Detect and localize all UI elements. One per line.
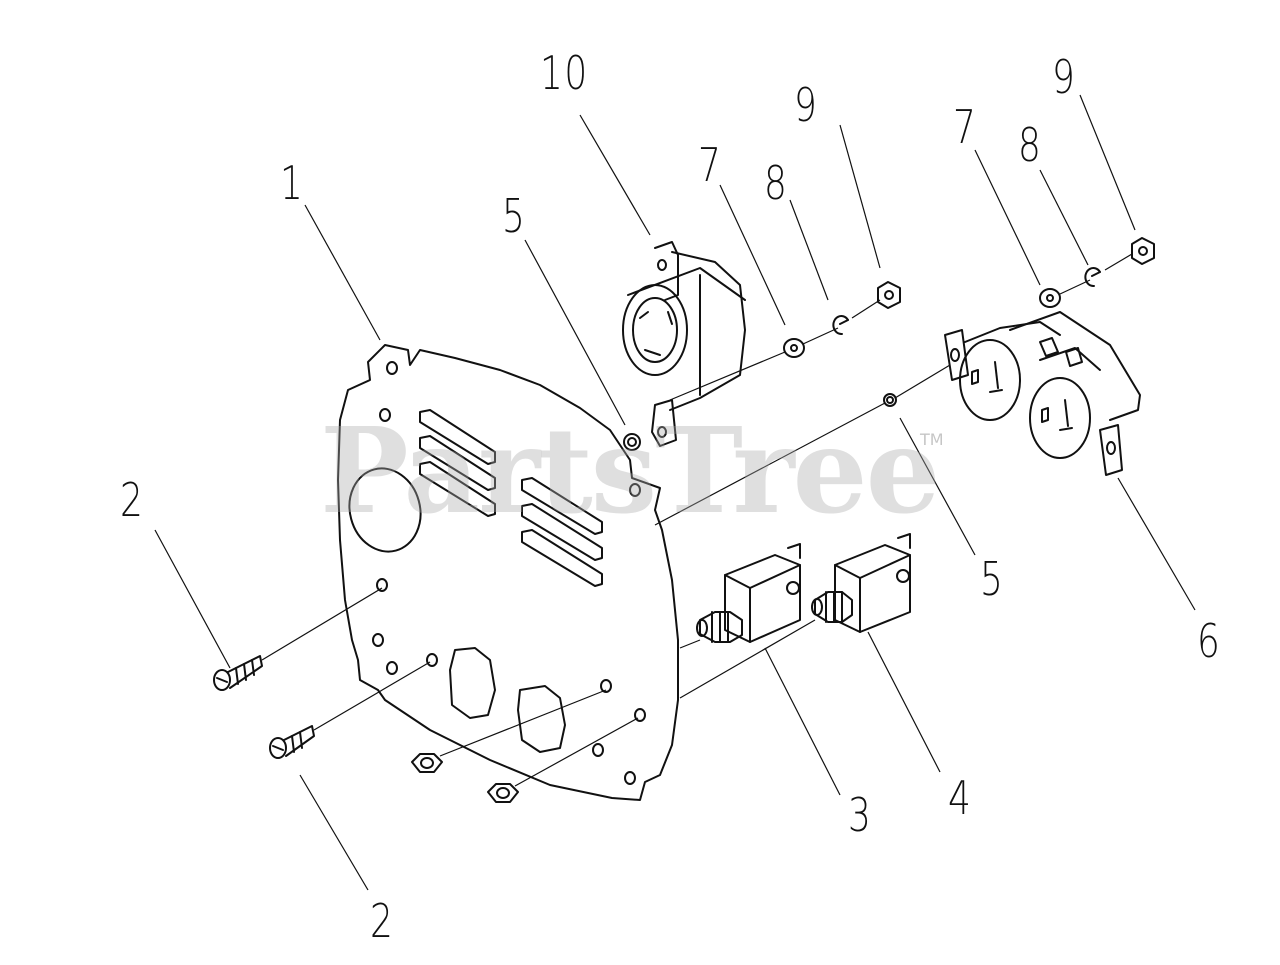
- callout-7-left: 7: [698, 138, 723, 192]
- callout-9-left: 9: [794, 78, 819, 132]
- watermark-logo: PartsTree: [320, 401, 941, 540]
- circuit-breaker-4: [812, 534, 910, 632]
- callout-5-right: 5: [980, 552, 1005, 606]
- callout-7-right: 7: [953, 100, 978, 154]
- watermark-trademark: TM: [920, 430, 944, 449]
- lock-washer-8-left: [833, 316, 848, 334]
- callout-6: 6: [1197, 614, 1222, 668]
- circuit-breaker-3: [697, 544, 800, 642]
- hex-nut-9-right: [1132, 238, 1154, 264]
- hex-nut-9-left: [878, 282, 900, 308]
- control-panel-plate: [338, 345, 678, 800]
- duplex-receptacle: [945, 312, 1140, 475]
- callout-2-lower: 2: [370, 894, 395, 948]
- callout-4: 4: [948, 771, 973, 825]
- leader-lines: [155, 95, 1195, 890]
- callout-10: 10: [540, 46, 589, 100]
- callout-9-right: 9: [1052, 50, 1077, 104]
- washer-7-left: [784, 339, 804, 357]
- callout-1: 1: [280, 156, 305, 210]
- callout-5-left: 5: [502, 189, 527, 243]
- screw-upper: [214, 656, 262, 690]
- lock-washer-8-right: [1085, 268, 1100, 286]
- callout-8-left: 8: [764, 156, 789, 210]
- screw-lower: [270, 726, 314, 758]
- hex-nut-left: [412, 754, 442, 772]
- callout-3: 3: [848, 788, 873, 842]
- twist-lock-receptacle: [623, 242, 745, 446]
- callout-2-upper: 2: [120, 473, 145, 527]
- hex-nut-right: [488, 784, 518, 802]
- ring-5-right: [884, 394, 896, 406]
- washer-7-right: [1040, 289, 1060, 307]
- callout-8-right: 8: [1018, 118, 1043, 172]
- ring-5-left: [624, 434, 640, 450]
